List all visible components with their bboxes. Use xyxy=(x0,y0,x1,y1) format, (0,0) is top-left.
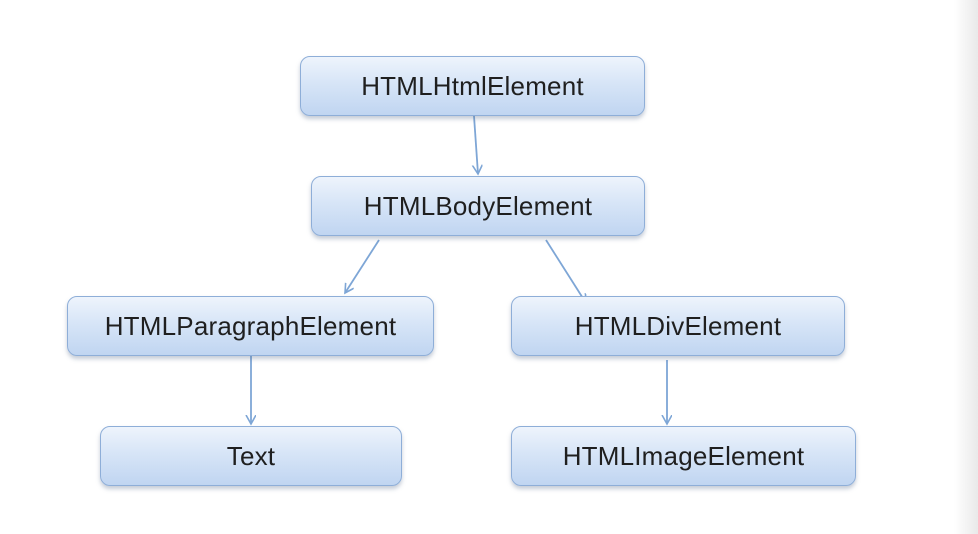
node-html-image-element: HTMLImageElement xyxy=(511,426,856,486)
node-label: HTMLParagraphElement xyxy=(104,310,397,341)
edge-body-to-paragraph xyxy=(345,239,380,293)
node-label: HTMLHtmlElement xyxy=(361,70,584,101)
node-label: HTMLBodyElement xyxy=(363,190,593,221)
node-text: Text xyxy=(100,426,402,486)
node-label: HTMLDivElement xyxy=(574,310,782,341)
edge-body-to-div xyxy=(545,239,586,303)
right-edge-shadow xyxy=(954,0,978,534)
node-html-body-element: HTMLBodyElement xyxy=(311,176,645,236)
edge-html-to-body xyxy=(474,115,478,174)
node-label: Text xyxy=(226,440,276,471)
node-html-html-element: HTMLHtmlElement xyxy=(300,56,645,116)
node-html-paragraph-element: HTMLParagraphElement xyxy=(67,296,434,356)
node-html-div-element: HTMLDivElement xyxy=(511,296,845,356)
node-label: HTMLImageElement xyxy=(562,440,805,471)
